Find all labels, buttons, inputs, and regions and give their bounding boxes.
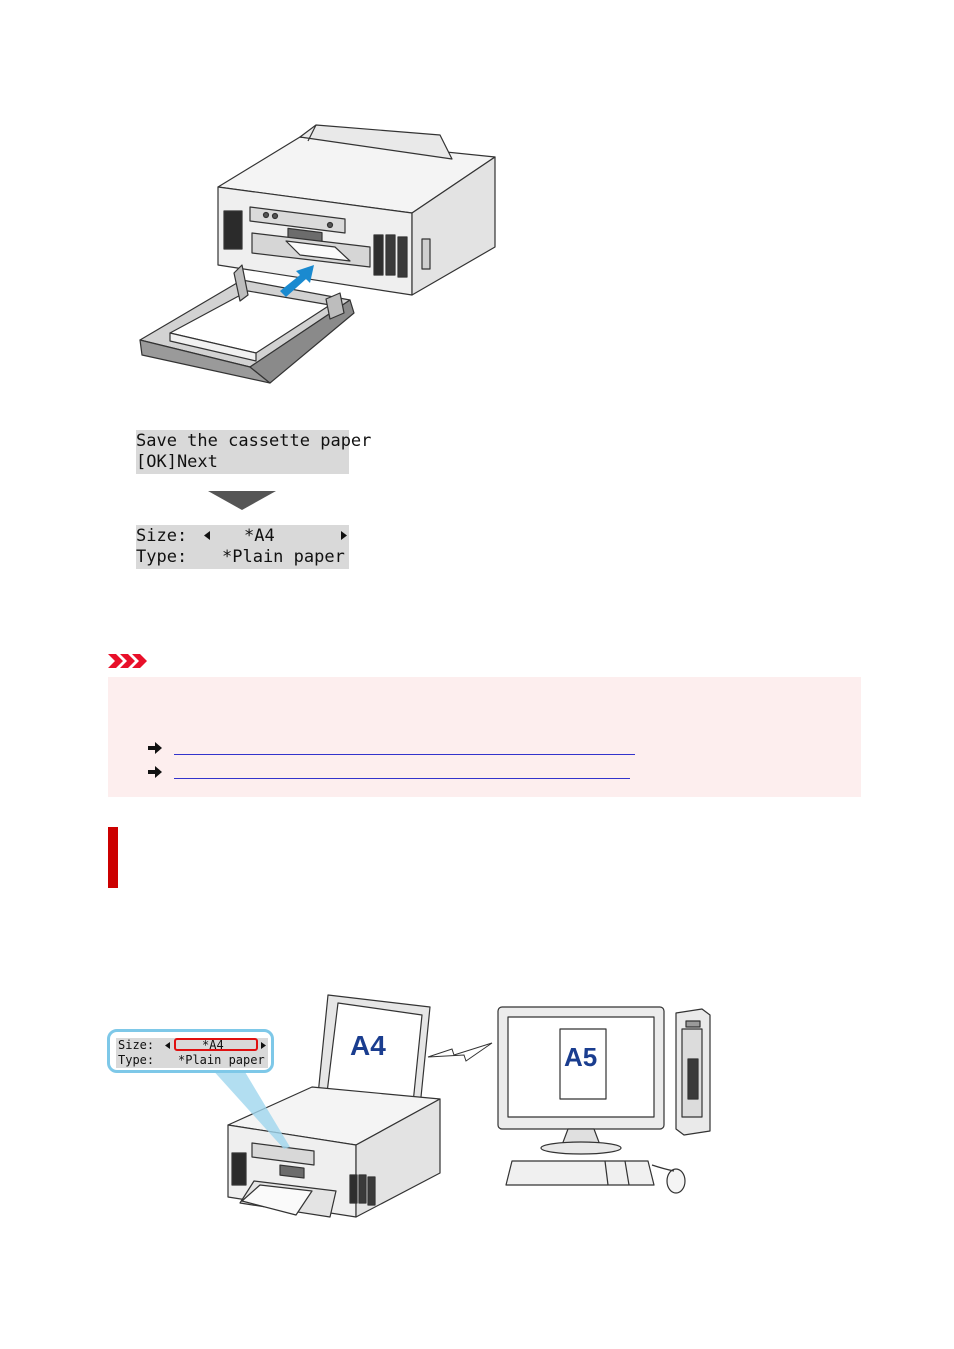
- lcd-type-value: *Plain paper: [222, 547, 345, 567]
- link-arrow-icon: [148, 742, 162, 754]
- callout-size-label: Size:: [118, 1038, 155, 1052]
- size-highlight-box: [174, 1038, 258, 1051]
- wireless-signal-icon: [427, 1042, 493, 1062]
- left-triangle-icon: [165, 1042, 170, 1049]
- section-heading-bar: [108, 827, 118, 888]
- lcd-line-1: Save the cassette paper: [136, 431, 372, 451]
- printer-computer-illustration: [210, 994, 711, 1218]
- link-arrow-icon: [148, 766, 162, 778]
- callout-size-value: *A4: [202, 1038, 224, 1052]
- related-link-2[interactable]: [174, 764, 630, 779]
- lcd-callout: Size: *A4 Type: *Plain paper: [107, 1029, 274, 1073]
- printer-cassette-illustration: [139, 124, 496, 384]
- down-arrow-icon: [208, 491, 276, 510]
- important-note-box: [108, 677, 861, 797]
- lcd-size-label: Size:: [136, 526, 188, 546]
- lcd-line-2: [OK]Next: [136, 452, 218, 472]
- lcd-type-label: Type:: [136, 547, 188, 567]
- lcd-size-type-screen: Size: *A4 Type: *Plain paper: [136, 525, 349, 569]
- monitor-paper-label: A5: [564, 1042, 598, 1072]
- related-link-1[interactable]: [174, 740, 635, 755]
- lcd-size-value: *A4: [244, 526, 275, 546]
- lcd-save-cassette-screen: Save the cassette paper [OK]Next: [136, 430, 371, 474]
- right-triangle-icon: [261, 1042, 266, 1049]
- callout-type-value: *Plain paper: [178, 1053, 265, 1067]
- insert-arrow-icon: [280, 265, 314, 297]
- related-link-row-2[interactable]: [148, 764, 648, 782]
- right-triangle-icon: [341, 531, 347, 540]
- callout-type-label: Type:: [118, 1053, 155, 1067]
- lcd-callout-screen: Size: *A4 Type: *Plain paper: [116, 1038, 268, 1068]
- important-icon: [108, 654, 147, 668]
- printer-paper-label: A4: [350, 1030, 386, 1061]
- left-triangle-icon: [204, 531, 210, 540]
- related-link-row-1[interactable]: [148, 740, 648, 758]
